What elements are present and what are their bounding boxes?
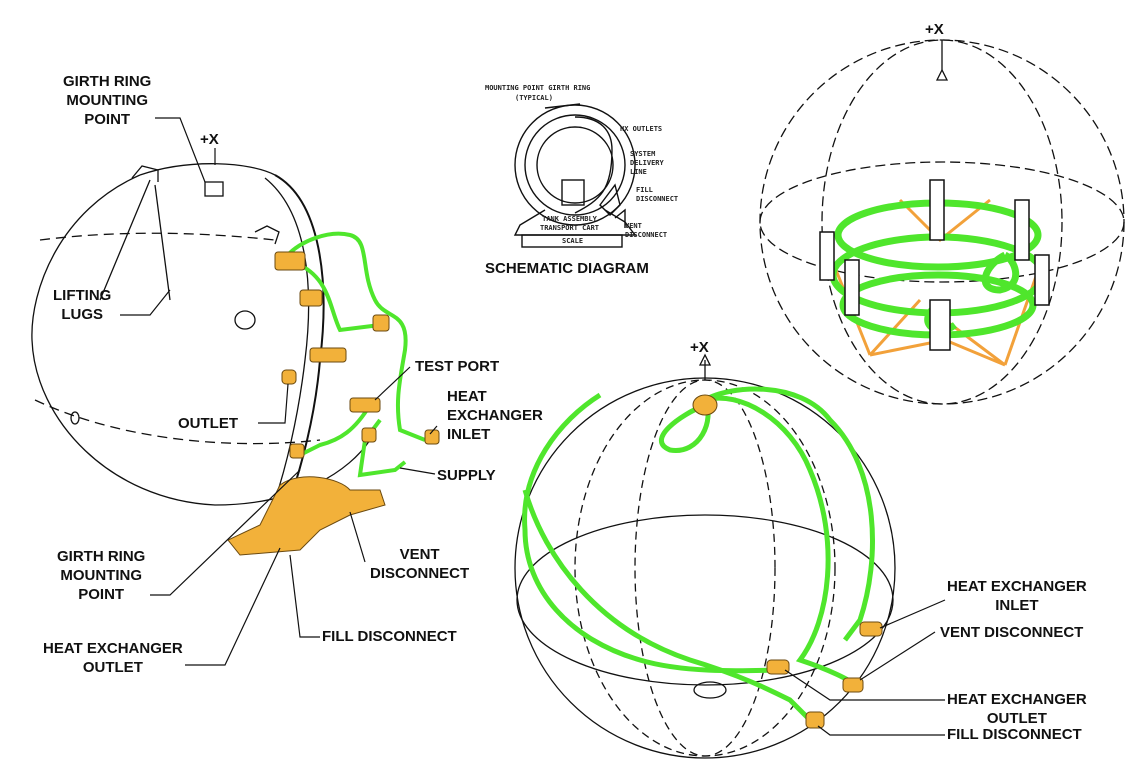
label-line: HEAT EXCHANGER — [43, 640, 183, 657]
schematic-title: SCHEMATIC DIAGRAM — [485, 260, 649, 277]
label-line: TANK ASSEMBLY — [542, 215, 597, 223]
label-line: HEAT EXCHANGER — [947, 578, 1087, 595]
label-line: DISCONNECT — [370, 565, 470, 582]
label-fill-disconnect-right: FILL DISCONNECT — [947, 726, 1082, 743]
label-line: GIRTH RING — [57, 548, 146, 565]
top-right-sphere — [759, 39, 1125, 405]
axis-label-left: +X — [200, 131, 219, 148]
label-line: GIRTH RING — [63, 73, 152, 90]
label-girth-ring-mounting-point-top: GIRTH RING MOUNTING POINT — [63, 72, 151, 129]
axis-label-bottom-right: +X — [690, 339, 709, 356]
label-line: LIFTING — [53, 287, 112, 304]
axis-label-top-right: +X — [925, 21, 944, 38]
label-line: DISCONNECT — [636, 195, 679, 203]
label-line: HEAT EXCHANGER — [947, 691, 1087, 708]
label-line: LINE — [630, 168, 647, 176]
label-line: DISCONNECT — [625, 231, 668, 239]
schematic-label-cart: TANK ASSEMBLY TRANSPORT CART — [540, 215, 599, 233]
label-line: POINT — [78, 586, 125, 603]
bottom-right-tubing — [522, 386, 875, 724]
left-fittings — [227, 251, 440, 556]
label-vent-disconnect-left: VENT DISCONNECT — [370, 545, 469, 583]
label-line: SYSTEM — [630, 150, 656, 158]
label-line: FILL — [636, 186, 653, 194]
label-line: VENT — [625, 222, 642, 230]
left-leader-lines — [120, 117, 438, 666]
label-line: INLET — [995, 597, 1039, 614]
label-lifting-lugs: LIFTING LUGS — [53, 286, 111, 324]
schematic-label-vent-disconnect: VENT DISCONNECT — [625, 222, 667, 240]
label-line: DELIVERY — [630, 159, 664, 167]
bottom-right-sphere — [514, 353, 896, 759]
label-line: HEAT — [447, 388, 487, 405]
label-line: EXCHANGER — [447, 407, 543, 424]
left-sphere — [31, 163, 371, 506]
schematic-drawing — [513, 103, 637, 248]
label-girth-ring-mounting-point-bottom: GIRTH RING MOUNTING POINT — [57, 547, 145, 604]
label-line: OUTLET — [986, 710, 1047, 727]
label-vent-disconnect-right: VENT DISCONNECT — [940, 624, 1084, 641]
label-supply: SUPPLY — [437, 467, 496, 484]
schematic-label-delivery-line: SYSTEM DELIVERY LINE — [630, 150, 664, 177]
label-heat-exchanger-outlet-right: HEAT EXCHANGER OUTLET — [947, 690, 1087, 728]
label-test-port: TEST PORT — [415, 358, 500, 375]
schematic-label-fill-disconnect: FILL DISCONNECT — [636, 186, 678, 204]
label-outlet: OUTLET — [178, 415, 238, 432]
top-right-brackets — [819, 179, 1050, 351]
label-heat-exchanger-outlet-left: HEAT EXCHANGER OUTLET — [43, 639, 183, 677]
label-line: MOUNTING — [60, 567, 142, 584]
label-line: MOUNTING — [66, 92, 148, 109]
label-line: VENT — [399, 546, 440, 563]
bottom-right-fittings — [692, 394, 883, 729]
label-heat-exchanger-inlet-left: HEAT EXCHANGER INLET — [447, 387, 543, 444]
label-line: POINT — [84, 111, 131, 128]
label-line: TRANSPORT CART — [540, 224, 600, 232]
label-fill-disconnect-left: FILL DISCONNECT — [322, 628, 457, 645]
label-line: LUGS — [61, 306, 103, 323]
label-line: OUTLET — [82, 659, 143, 676]
schematic-label-mounting: MOUNTING POINT GIRTH RING — [485, 84, 591, 92]
label-heat-exchanger-inlet-right: HEAT EXCHANGER INLET — [947, 577, 1087, 615]
schematic-label-typical: (TYPICAL) — [515, 94, 553, 102]
bottom-right-leader-lines — [784, 599, 946, 736]
schematic-label-scale: SCALE — [562, 237, 584, 245]
schematic-label-hx-outlets: HX OUTLETS — [620, 125, 663, 133]
label-line: INLET — [447, 426, 491, 443]
